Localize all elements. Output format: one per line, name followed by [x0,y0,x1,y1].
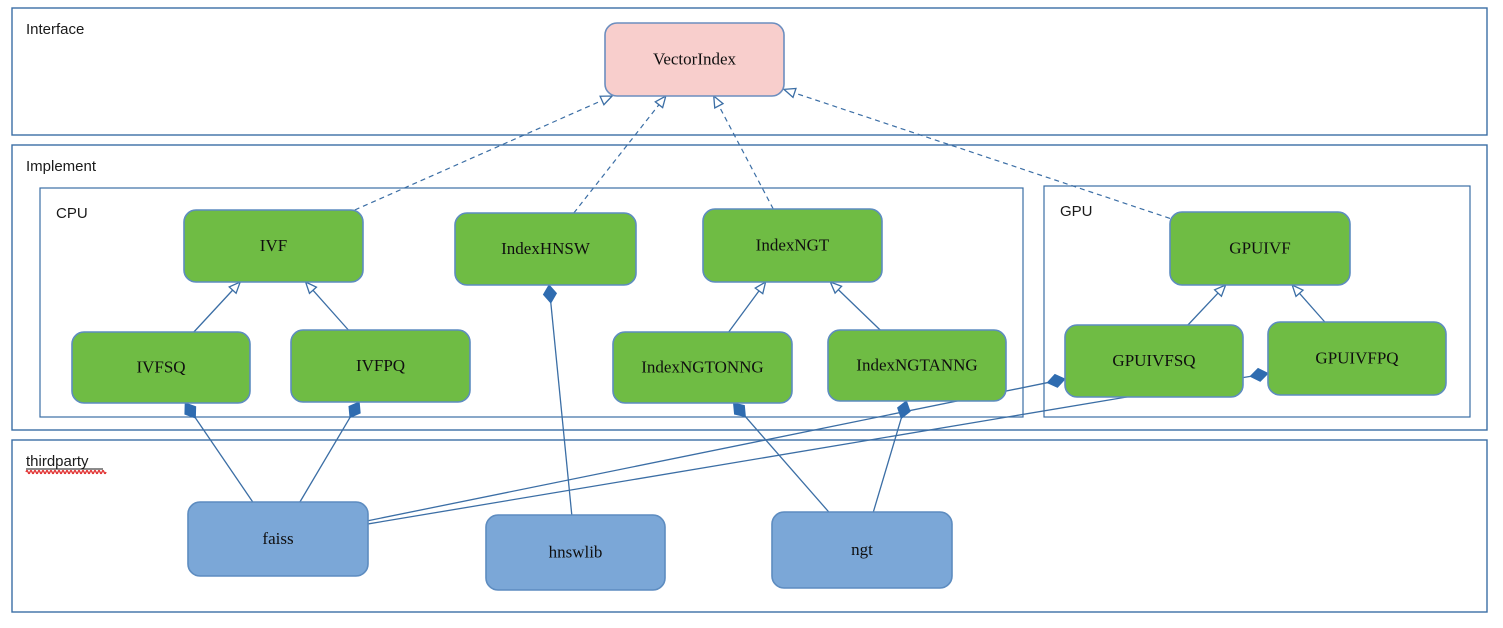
edge-gpuivfpq-uses-faiss [367,375,1253,525]
node-label-faiss: faiss [262,529,293,548]
generalization-arrowhead-indexngtanng-extends-indexngt [829,280,843,295]
class-node-gpuivfsq[interactable]: GPUIVFSQ [1064,324,1244,398]
group-label-implement: Implement [26,158,97,175]
node-box-indexngtonng[interactable] [612,331,793,404]
node-label-ngt: ngt [851,540,873,559]
edge-gpuivfsq-uses-faiss [367,381,1050,522]
node-box-ivfsq[interactable] [71,331,251,404]
generalization-arrowhead-gpuivf-implements-vectorindex [782,87,797,99]
node-box-gpuivf[interactable] [1169,211,1351,286]
node-box-gpuivfsq[interactable] [1064,324,1244,398]
edge-ivfpq-extends-ivf [311,288,349,331]
spellcheck-underline-thirdparty [25,469,107,475]
group-box-thirdparty [11,439,1488,613]
class-node-indexngtonng[interactable]: IndexNGTONNG [612,331,793,404]
generalization-arrowhead-ivf-implements-vectorindex [599,95,614,106]
node-label-indexhnsw: IndexHNSW [501,239,591,258]
node-box-indexhnsw[interactable] [454,212,637,286]
class-node-gpuivfpq[interactable]: GPUIVFPQ [1267,321,1447,396]
composition-diamond-indexhnsw-uses-hnswlib [542,284,558,304]
group-box-cpu [39,187,1024,418]
edge-gpuivfsq-extends-gpuivf [1187,291,1220,326]
node-box-ivfpq[interactable] [290,329,471,403]
composition-diamond-gpuivfsq-uses-faiss [1046,373,1066,388]
class-node-indexngt[interactable]: IndexNGT [702,208,883,283]
node-label-indexngt: IndexNGT [756,235,830,254]
edge-ivfpq-uses-faiss [299,415,352,503]
edge-indexngt-implements-vectorindex [717,103,774,210]
node-box-ivf[interactable] [183,209,364,283]
generalization-arrowhead-gpuivfpq-extends-gpuivf [1291,283,1305,298]
class-node-indexngtanng[interactable]: IndexNGTANNG [827,329,1007,402]
class-node-hnswlib[interactable]: hnswlib [485,514,666,591]
class-node-gpuivf[interactable]: GPUIVF [1169,211,1351,286]
generalization-arrowhead-ivfsq-extends-ivf [228,280,242,295]
group-label-cpu: CPU [56,205,88,222]
edge-ivfsq-uses-faiss [193,415,254,503]
group-label-interface: Interface [26,21,84,38]
edge-indexngtonng-uses-ngt [743,414,830,513]
node-label-indexngtonng: IndexNGTONNG [641,357,763,376]
node-box-indexngt[interactable] [702,208,883,283]
node-box-hnswlib[interactable] [485,514,666,591]
relationship-edges [184,87,1326,525]
node-label-vectorindex: VectorIndex [653,49,737,68]
class-node-faiss[interactable]: faiss [187,501,369,577]
generalization-arrowhead-ivfpq-extends-ivf [304,280,318,295]
edge-indexngtonng-extends-indexngt [728,289,761,333]
node-label-ivfpq: IVFPQ [356,356,405,375]
node-label-gpuivfsq: GPUIVFSQ [1112,351,1195,370]
composition-diamond-ivfpq-uses-faiss [348,401,361,419]
edge-indexhnsw-uses-hnswlib [549,300,573,516]
node-box-ngt[interactable] [771,511,953,589]
group-label-thirdparty: thirdparty [26,453,89,470]
composition-diamond-indexngtonng-uses-ngt [732,402,746,418]
node-label-gpuivf: GPUIVF [1229,238,1290,257]
class-node-ivfpq[interactable]: IVFPQ [290,329,471,403]
node-box-faiss[interactable] [187,501,369,577]
edge-ivfsq-extends-ivf [193,288,235,333]
generalization-arrowhead-gpuivfsq-extends-gpuivf [1213,283,1227,298]
edge-ivf-implements-vectorindex [354,99,604,211]
class-node-vectorindex[interactable]: VectorIndex [604,22,785,97]
edge-indexngtanng-extends-indexngt [836,287,881,331]
node-box-gpuivfpq[interactable] [1267,321,1447,396]
class-node-ivf[interactable]: IVF [183,209,364,283]
node-label-hnswlib: hnswlib [549,542,603,561]
node-box-indexngtanng[interactable] [827,329,1007,402]
node-label-gpuivfpq: GPUIVFPQ [1315,348,1398,367]
node-label-ivfsq: IVFSQ [136,357,185,376]
class-node-ivfsq[interactable]: IVFSQ [71,331,251,404]
edge-gpuivf-implements-vectorindex [792,91,1171,219]
edge-indexngtanng-uses-ngt [872,415,903,513]
generalization-arrowhead-indexngtonng-extends-indexngt [754,280,767,295]
class-node-ngt[interactable]: ngt [771,511,953,589]
generalization-arrowhead-indexngt-implements-vectorindex [712,94,725,109]
class-node-indexhnsw[interactable]: IndexHNSW [454,212,637,286]
composition-diamond-gpuivfpq-uses-faiss [1249,367,1269,382]
node-label-indexngtanng: IndexNGTANNG [856,355,977,374]
composition-diamond-indexngtanng-uses-ngt [897,400,911,420]
group-label-gpu: GPU [1060,203,1093,220]
node-box-vectorindex[interactable] [604,22,785,97]
group-box-gpu [1043,185,1471,418]
composition-diamond-ivfsq-uses-faiss [184,402,197,419]
generalization-arrowhead-indexhnsw-implements-vectorindex [654,94,667,109]
node-label-ivf: IVF [260,236,287,255]
edge-gpuivfpq-extends-gpuivf [1297,291,1326,323]
